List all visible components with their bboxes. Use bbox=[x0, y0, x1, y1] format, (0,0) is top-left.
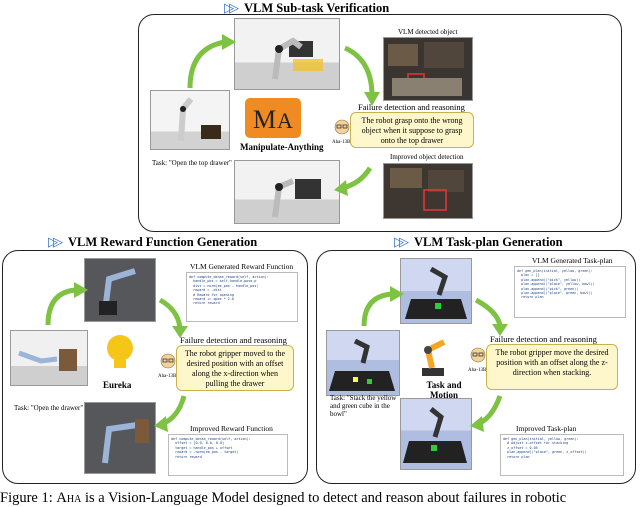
robot-image-left bbox=[150, 90, 230, 150]
aha-face-icon bbox=[160, 353, 176, 369]
top-task-label: Task: "Open the top drawer" bbox=[152, 159, 232, 167]
improved-detection-image bbox=[383, 163, 473, 219]
robot-arm-icon bbox=[178, 97, 221, 142]
taskplan-task-label: Task: "Stack the yellow and green cube i… bbox=[330, 394, 397, 418]
robot-arm-icon bbox=[272, 178, 321, 218]
detected-object-image bbox=[383, 37, 473, 101]
failure-heading-right: Failure detection and reasoning bbox=[490, 334, 597, 344]
aha-label-right: Aha-13B bbox=[468, 368, 487, 373]
ma-logo-icon: M A bbox=[253, 105, 293, 134]
reward-robot-top bbox=[84, 258, 156, 322]
right-section-title: ▷▷ VLM Task-plan Generation bbox=[394, 234, 563, 249]
aha-avatar bbox=[160, 352, 176, 374]
aha-avatar bbox=[334, 118, 350, 138]
robot-arm-icon bbox=[18, 349, 77, 371]
failure-bubble-right: The robot gripper move the desired posit… bbox=[486, 344, 618, 390]
reward-robot-bottom bbox=[84, 402, 156, 474]
failure-heading-top: Failure detection and reasoning bbox=[358, 102, 465, 112]
left-section-title: ▷▷ VLM Reward Function Generation bbox=[48, 234, 258, 249]
failure-bubble-top: The robot grasp onto the wrong object wh… bbox=[350, 112, 474, 148]
aha-avatar bbox=[470, 346, 486, 368]
improved-reward-code: def compute_dense_reward(self, action): … bbox=[168, 434, 288, 476]
failure-heading-left: Failure detection and reasoning bbox=[180, 335, 287, 345]
robot-arm-icon bbox=[272, 37, 323, 80]
aha-label-top: Aha-13B bbox=[332, 140, 351, 145]
lightbulb-icon bbox=[102, 332, 138, 372]
robot-arm-icon bbox=[405, 266, 467, 319]
robot-arm-icon bbox=[329, 338, 395, 391]
left-flow-arrows bbox=[45, 282, 188, 432]
taskplan-code-block: def gen_plan(initial, yellow, green): pl… bbox=[514, 266, 626, 318]
taskplan-robot-left bbox=[326, 330, 400, 396]
reward-code-title: VLM Generated Reward Function bbox=[190, 262, 294, 271]
reward-task-label: Task: "Open the drawer" bbox=[14, 404, 84, 412]
robot-image-bottom bbox=[234, 160, 340, 224]
shelf-scene-icon bbox=[388, 42, 464, 96]
improved-taskplan-title: Improved Task-plan bbox=[516, 424, 577, 433]
bulb-shape-icon bbox=[107, 335, 133, 368]
shelf-scene-icon bbox=[390, 168, 464, 211]
improved-reward-title: Improved Reward Function bbox=[190, 424, 273, 433]
svg-text:M: M bbox=[253, 105, 276, 134]
top-section-title: ▷▷ VLM Sub-task Verification bbox=[224, 0, 390, 15]
svg-text:A: A bbox=[277, 108, 293, 133]
manipulate-anything-label: Manipulate-Anything bbox=[240, 142, 324, 152]
eureka-label: Eureka bbox=[103, 380, 132, 390]
improved-taskplan-code: def gen_plan(initial, yellow, green): # … bbox=[500, 434, 624, 476]
tamp-arm-graphic bbox=[414, 334, 454, 378]
top-flow-arrows bbox=[187, 34, 380, 196]
robot-arm-icon bbox=[99, 268, 136, 315]
improved-detection-label: Improved object detection bbox=[390, 153, 464, 161]
manipulate-anything-logo: M A bbox=[245, 98, 301, 138]
aha-face-icon bbox=[470, 347, 486, 363]
taskplan-code-title: VLM Generated Task-plan bbox=[532, 256, 613, 265]
robot-arm-icon bbox=[403, 407, 467, 463]
taskplan-robot-top bbox=[400, 258, 472, 324]
detected-object-label: VLM detected object bbox=[398, 28, 458, 36]
robot-image-top bbox=[234, 18, 340, 90]
taskplan-robot-bottom bbox=[400, 398, 472, 470]
figure-caption: Figure 1: Aha is a Vision-Language Model… bbox=[0, 490, 567, 506]
robot-arm-icon bbox=[102, 419, 149, 464]
failure-bubble-left: The robot gripper moved to the desired p… bbox=[176, 345, 294, 391]
reward-code-block: def compute_dense_reward(self, action): … bbox=[186, 272, 298, 322]
aha-label-left: Aha-13B bbox=[158, 374, 177, 379]
industrial-arm-icon bbox=[422, 339, 446, 376]
reward-robot-left bbox=[10, 330, 88, 386]
aha-face-icon bbox=[334, 119, 350, 135]
